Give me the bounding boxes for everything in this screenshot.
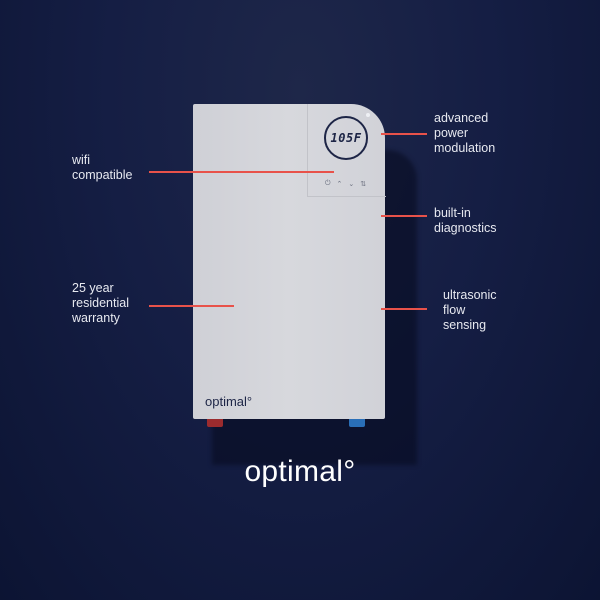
feature-label-power: advanced power modulation [434,111,496,155]
callout-line-diagnostics [381,215,427,217]
control-buttons: ⏻ ⌃ ⌄ ⇅ [325,180,366,188]
brand-logo: optimal° [244,455,356,488]
hot-water-pipe [207,419,223,427]
callout-line-wifi [149,171,334,173]
callout-line-power [381,133,427,135]
mode-icon[interactable]: ⇅ [360,181,367,188]
cold-water-pipe [349,419,365,427]
status-led-icon [366,113,370,117]
callout-line-flow [381,308,427,310]
chevron-up-icon[interactable]: ⌃ [336,181,343,188]
feature-label-wifi: wifi compatible [72,153,133,182]
device-logo: optimal° [205,394,253,409]
chevron-down-icon[interactable]: ⌄ [348,181,355,188]
temperature-value: 105F [330,131,362,145]
temperature-display: 105F [324,116,368,160]
feature-label-warranty: 25 year residential warranty [72,281,129,325]
water-heater-unit: 105F ⏻ ⌃ ⌄ ⇅ optimal° [193,104,386,419]
callout-line-warranty [149,305,234,307]
feature-label-flow: ultrasonic flow sensing [443,288,497,332]
feature-label-diagnostics: built-in diagnostics [434,206,497,235]
power-icon[interactable]: ⏻ [325,180,331,187]
control-panel: 105F ⏻ ⌃ ⌄ ⇅ [307,104,386,197]
